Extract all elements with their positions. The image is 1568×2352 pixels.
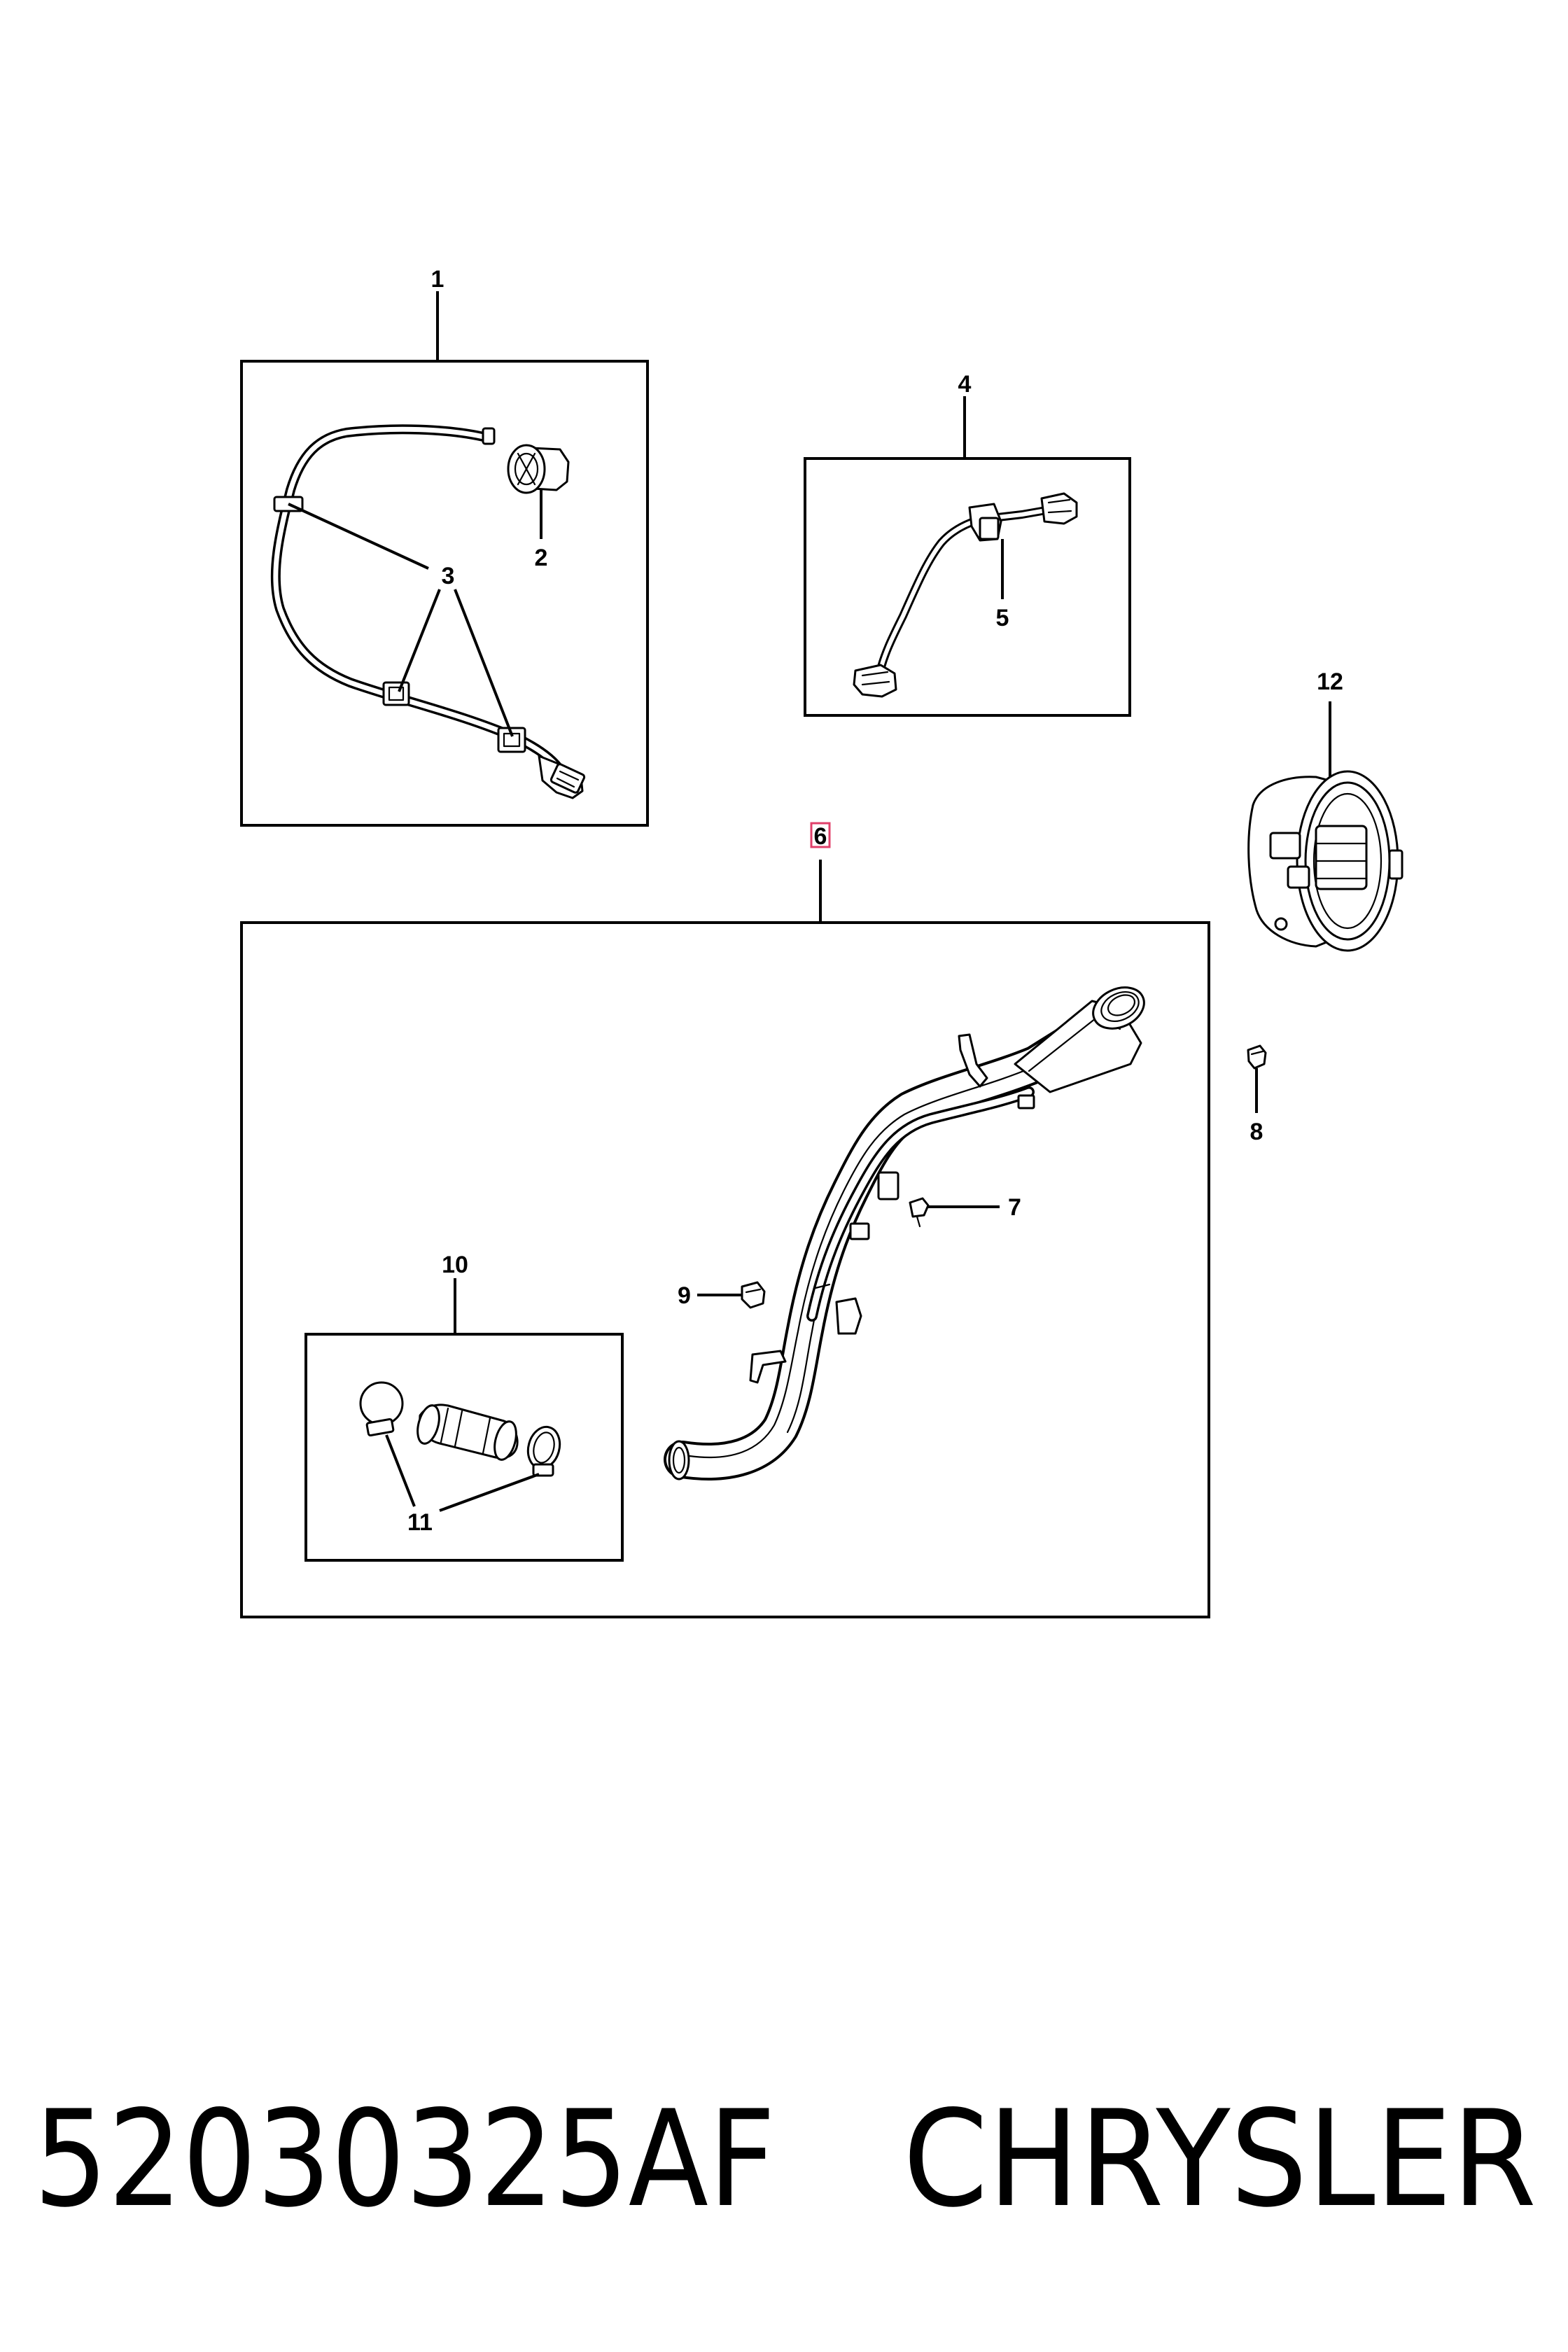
harness-5 xyxy=(853,492,1078,698)
callout-8[interactable]: 8 xyxy=(1250,1119,1264,1145)
callout-2[interactable]: 2 xyxy=(535,545,548,571)
callout-6-highlight xyxy=(810,822,831,848)
vent-hose-connector xyxy=(538,755,586,799)
group-10-box: 10 xyxy=(304,1252,624,1562)
callout-9[interactable]: 9 xyxy=(678,1282,691,1309)
hose-10 xyxy=(416,1404,519,1461)
callout-11[interactable]: 11 xyxy=(407,1509,433,1536)
filler-tube-6 xyxy=(664,986,1145,1480)
clamp-11b xyxy=(526,1425,561,1477)
clip-9 xyxy=(741,1281,766,1309)
fuel-door-housing-12 xyxy=(1247,770,1404,952)
callout-1[interactable]: 1 xyxy=(431,266,444,293)
push-clip-7 xyxy=(909,1197,930,1228)
vent-valve-2 xyxy=(507,444,570,494)
grommet-8 xyxy=(1247,1044,1267,1070)
callout-12[interactable]: 12 xyxy=(1317,668,1343,695)
clip-3b xyxy=(382,681,410,706)
brand-label: CHRYSLER xyxy=(903,2082,1536,2236)
clamp-11a xyxy=(359,1381,404,1437)
callout-4[interactable]: 4 xyxy=(958,371,972,398)
callout-10[interactable]: 10 xyxy=(442,1252,468,1278)
part-number-label: 52030325AF xyxy=(34,2082,776,2236)
callout-5[interactable]: 5 xyxy=(996,605,1009,631)
callout-6[interactable]: 6 xyxy=(814,823,827,850)
group-4-box: 4 xyxy=(804,371,1131,717)
callout-7[interactable]: 7 xyxy=(1008,1194,1021,1221)
callout-3[interactable]: 3 xyxy=(442,563,455,589)
group-1-box: 1 xyxy=(240,266,649,827)
group-6-box: 6 xyxy=(240,822,1210,1618)
